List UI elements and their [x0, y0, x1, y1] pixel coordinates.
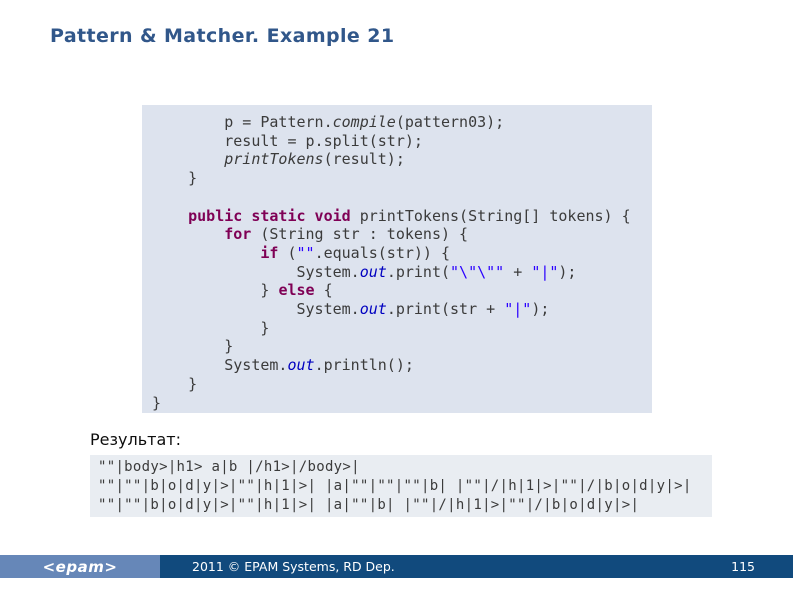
code-line: p = Pattern.compile(pattern03); [152, 113, 505, 131]
slide-title: Pattern & Matcher. Example 21 [50, 25, 395, 47]
code-line: System.out.print(str + "|"); [152, 300, 550, 319]
code-line: if ("".equals(str)) { [260, 243, 451, 262]
code-line: printTokens(result); [224, 150, 405, 169]
output-line: ""|""|b|o|d|y|>|""|h|1|>| |a|""|b| |""|/… [98, 497, 640, 513]
output-line: ""|""|b|o|d|y|>|""|h|1|>| |a|""|""|""|b|… [98, 478, 692, 494]
footer-bar: 2011 © EPAM Systems, RD Dep. 115 [160, 555, 793, 578]
program-output-block: ""|body>|h1> a|b |/h1>|/body>| ""|""|b|o|… [90, 455, 712, 517]
code-line: } [152, 318, 270, 337]
copyright-text: 2011 © EPAM Systems, RD Dep. [192, 559, 395, 574]
code-line: } else { [152, 281, 333, 300]
result-label: Результат: [90, 430, 181, 449]
code-line: System.out.println(); [152, 356, 414, 375]
java-code-block: p = Pattern.compile(pattern03); result =… [142, 105, 652, 413]
code-line [152, 188, 652, 207]
code-line: } [152, 169, 198, 188]
epam-logo-text: <epam> [42, 557, 118, 576]
code-line: public static void printTokens(String[] … [188, 206, 631, 225]
code-line: for (String str : tokens) { [224, 225, 469, 244]
code-line: } [152, 393, 162, 412]
page-number: 115 [731, 559, 755, 574]
epam-logo: <epam> [0, 555, 160, 578]
output-line: ""|body>|h1> a|b |/h1>|/body>| [98, 459, 360, 475]
code-line: } [152, 374, 198, 393]
slide-footer: <epam> 2011 © EPAM Systems, RD Dep. 115 [0, 555, 793, 578]
code-line: } [152, 337, 234, 356]
code-line: result = p.split(str); [152, 131, 423, 150]
code-line: System.out.print("\"\"" + "|"); [152, 262, 577, 281]
